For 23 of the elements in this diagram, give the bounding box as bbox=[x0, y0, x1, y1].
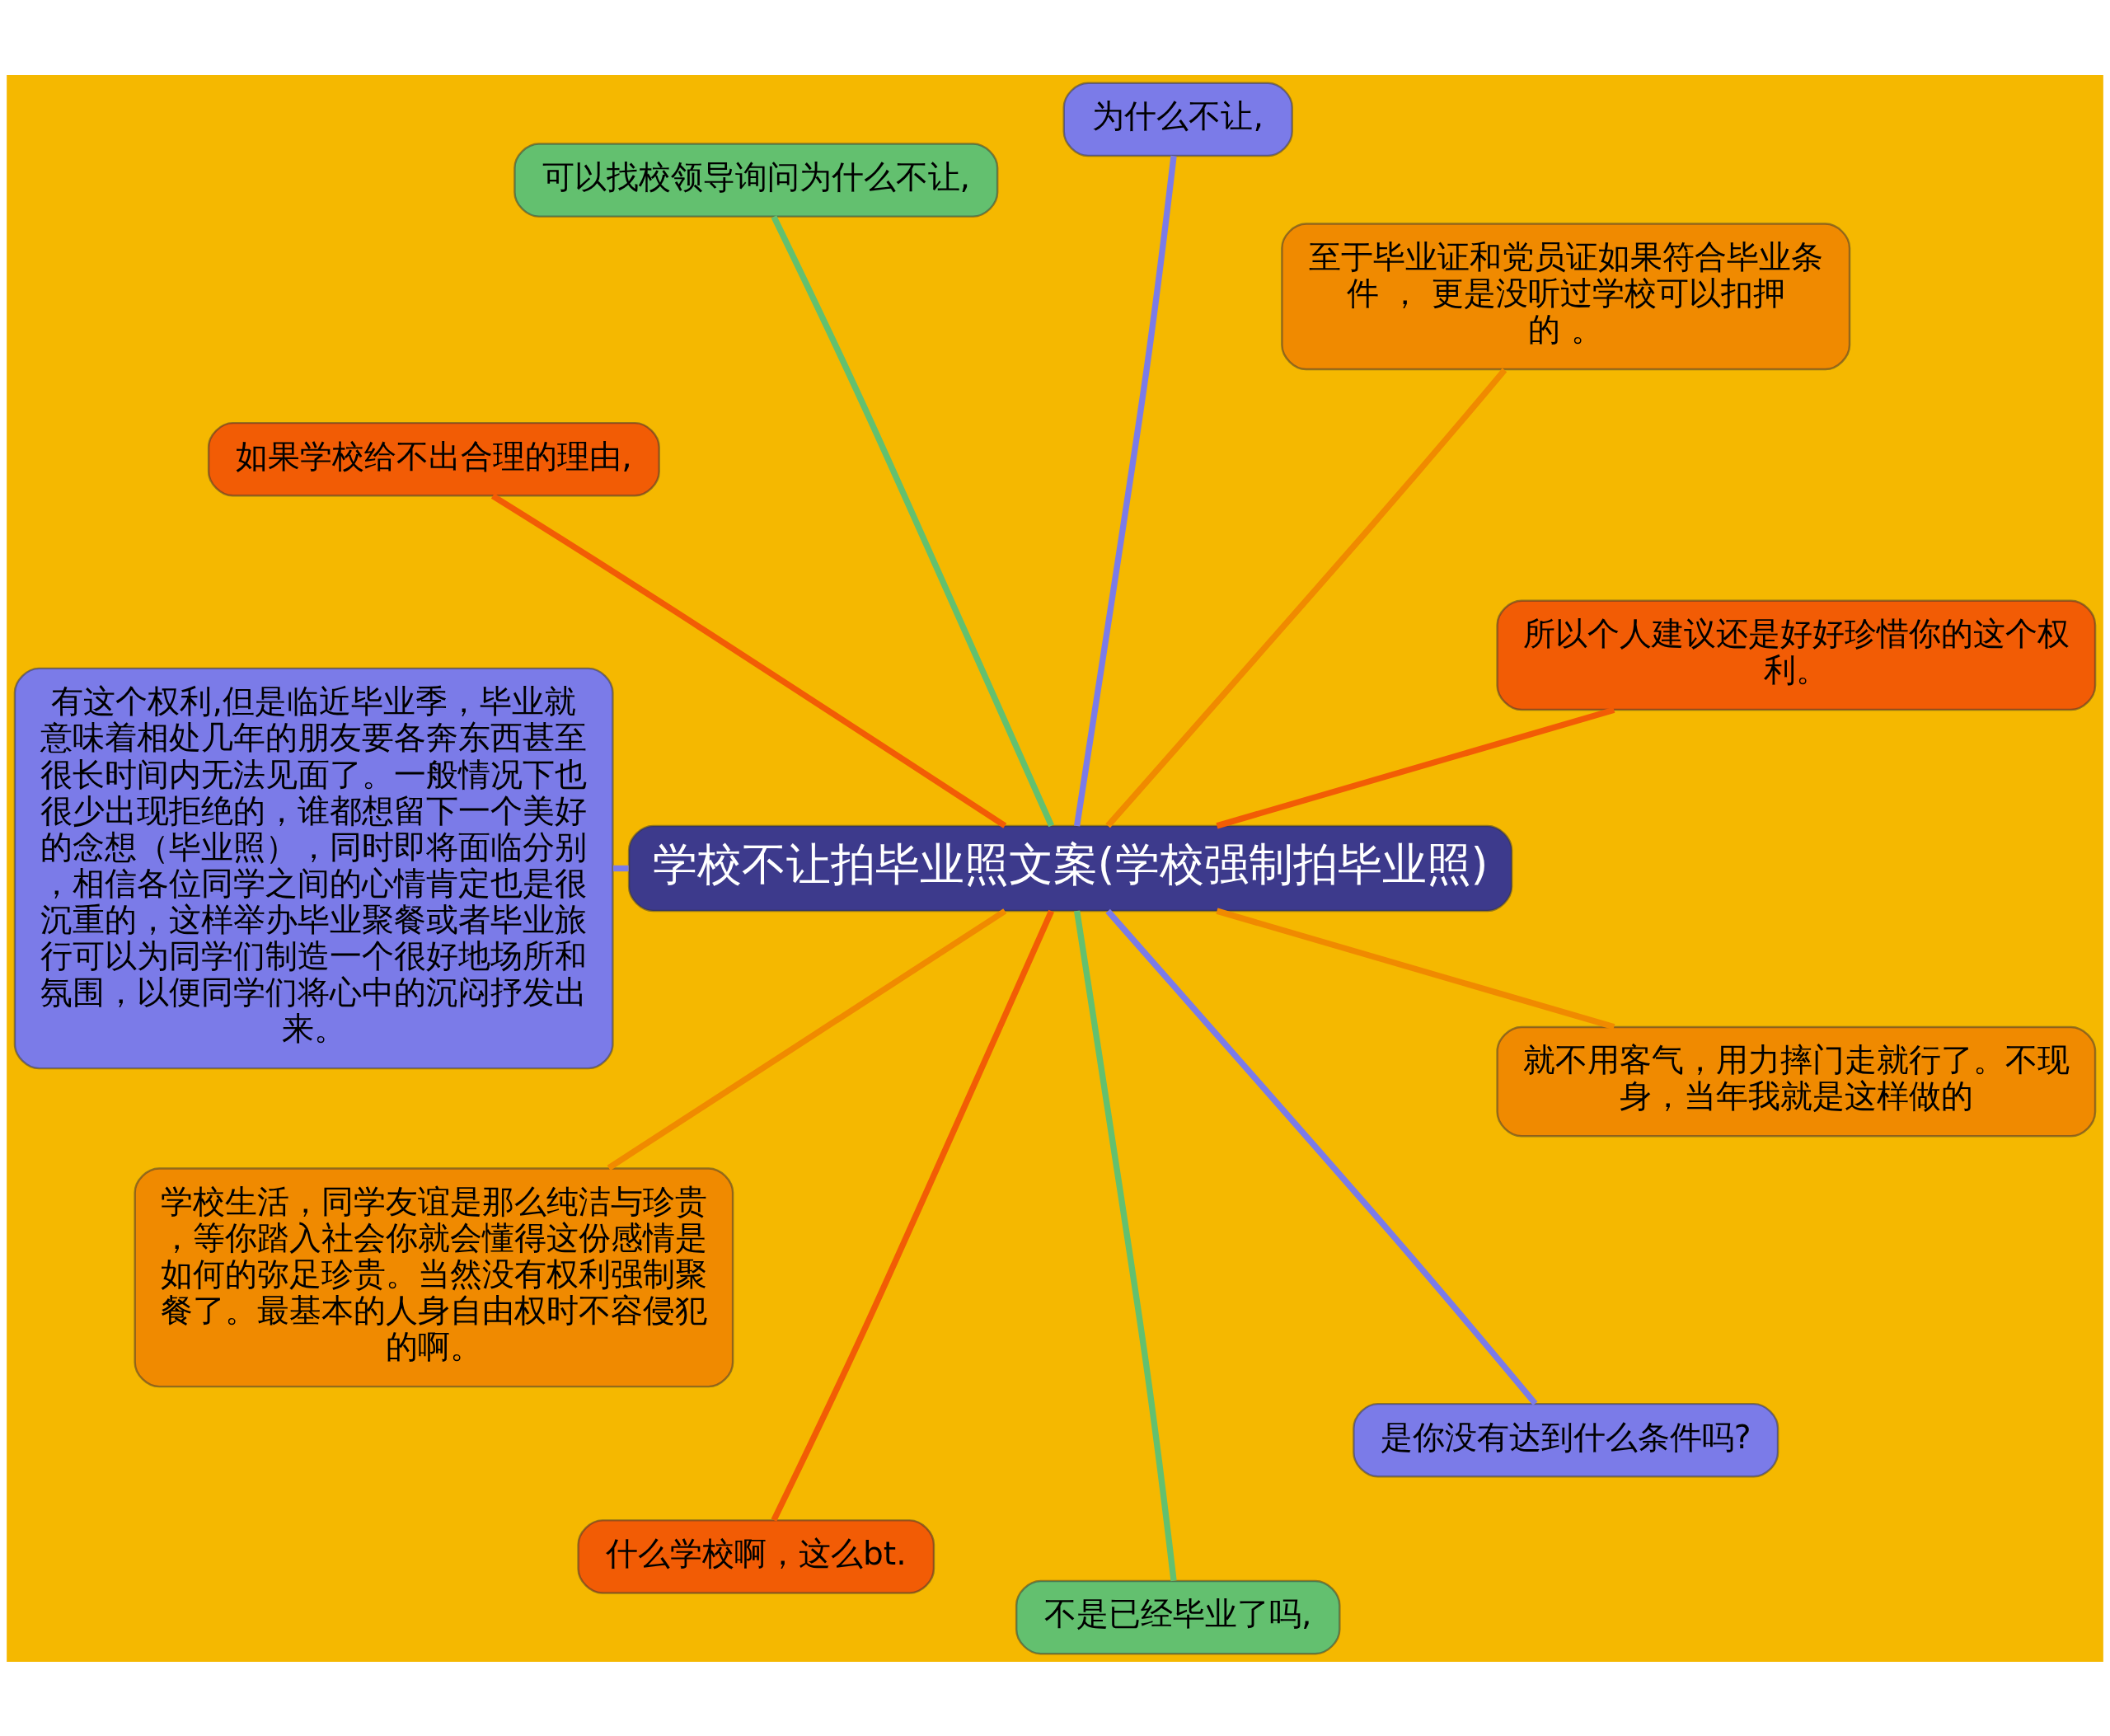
node-box: 不是已经毕业了吗, bbox=[1015, 1579, 1341, 1654]
connector bbox=[613, 865, 629, 871]
connector bbox=[1074, 910, 1177, 1581]
connector bbox=[1105, 367, 1507, 828]
node-box: 有这个权利,但是临近毕业季，毕业就意味着相处几年的朋友要各奔东西甚至很长时间内无法见面了。一般情况下也很少出现拒绝的，谁都想留下一个美好的念想（毕业照），同时即将面临分别，相信各位同学之间的心情肯定也是很沉重的，这样举办毕业聚餐或者毕业旅行可以为同学们制造一个很好地场所和氛围，以便同学们将心中的沉闷抒发出来。 bbox=[13, 667, 614, 1069]
connector bbox=[771, 909, 1054, 1522]
connector bbox=[1216, 706, 1615, 828]
node-box: 至于毕业证和党员证如果符合毕业条件 ， 更是没听过学校可以扣押的 。 bbox=[1281, 222, 1851, 370]
connector bbox=[490, 493, 1007, 828]
connector bbox=[771, 214, 1054, 827]
node-box: 可以找校领导询问为什么不让, bbox=[513, 142, 999, 218]
node-box: 如果学校给不出合理的理由, bbox=[207, 421, 660, 497]
node-box: 所以个人建议还是好好珍惜你的这个权利。 bbox=[1496, 599, 2097, 711]
node-box: 学校不让拍毕业照文案(学校强制拍毕业照) bbox=[627, 824, 1513, 912]
node-box: 就不用客气，用力摔门走就行了。不现身，当年我就是这样做的 bbox=[1496, 1025, 2097, 1137]
node-box: 为什么不让, bbox=[1062, 82, 1293, 157]
connector bbox=[1074, 155, 1177, 826]
node-box: 是你没有达到什么条件吗? bbox=[1353, 1402, 1779, 1478]
connector bbox=[607, 908, 1007, 1171]
node-box: 什么学校啊，这么bt. bbox=[577, 1518, 935, 1594]
connector bbox=[1105, 908, 1538, 1405]
connector bbox=[1216, 908, 1615, 1030]
node-box: 学校生活，同学友谊是那么纯洁与珍贵，等你踏入社会你就会懂得这份感情是如何的弥足珍贵。当然没有权利强制聚餐了。最基本的人身自由权时不容侵犯的啊。 bbox=[134, 1166, 734, 1387]
